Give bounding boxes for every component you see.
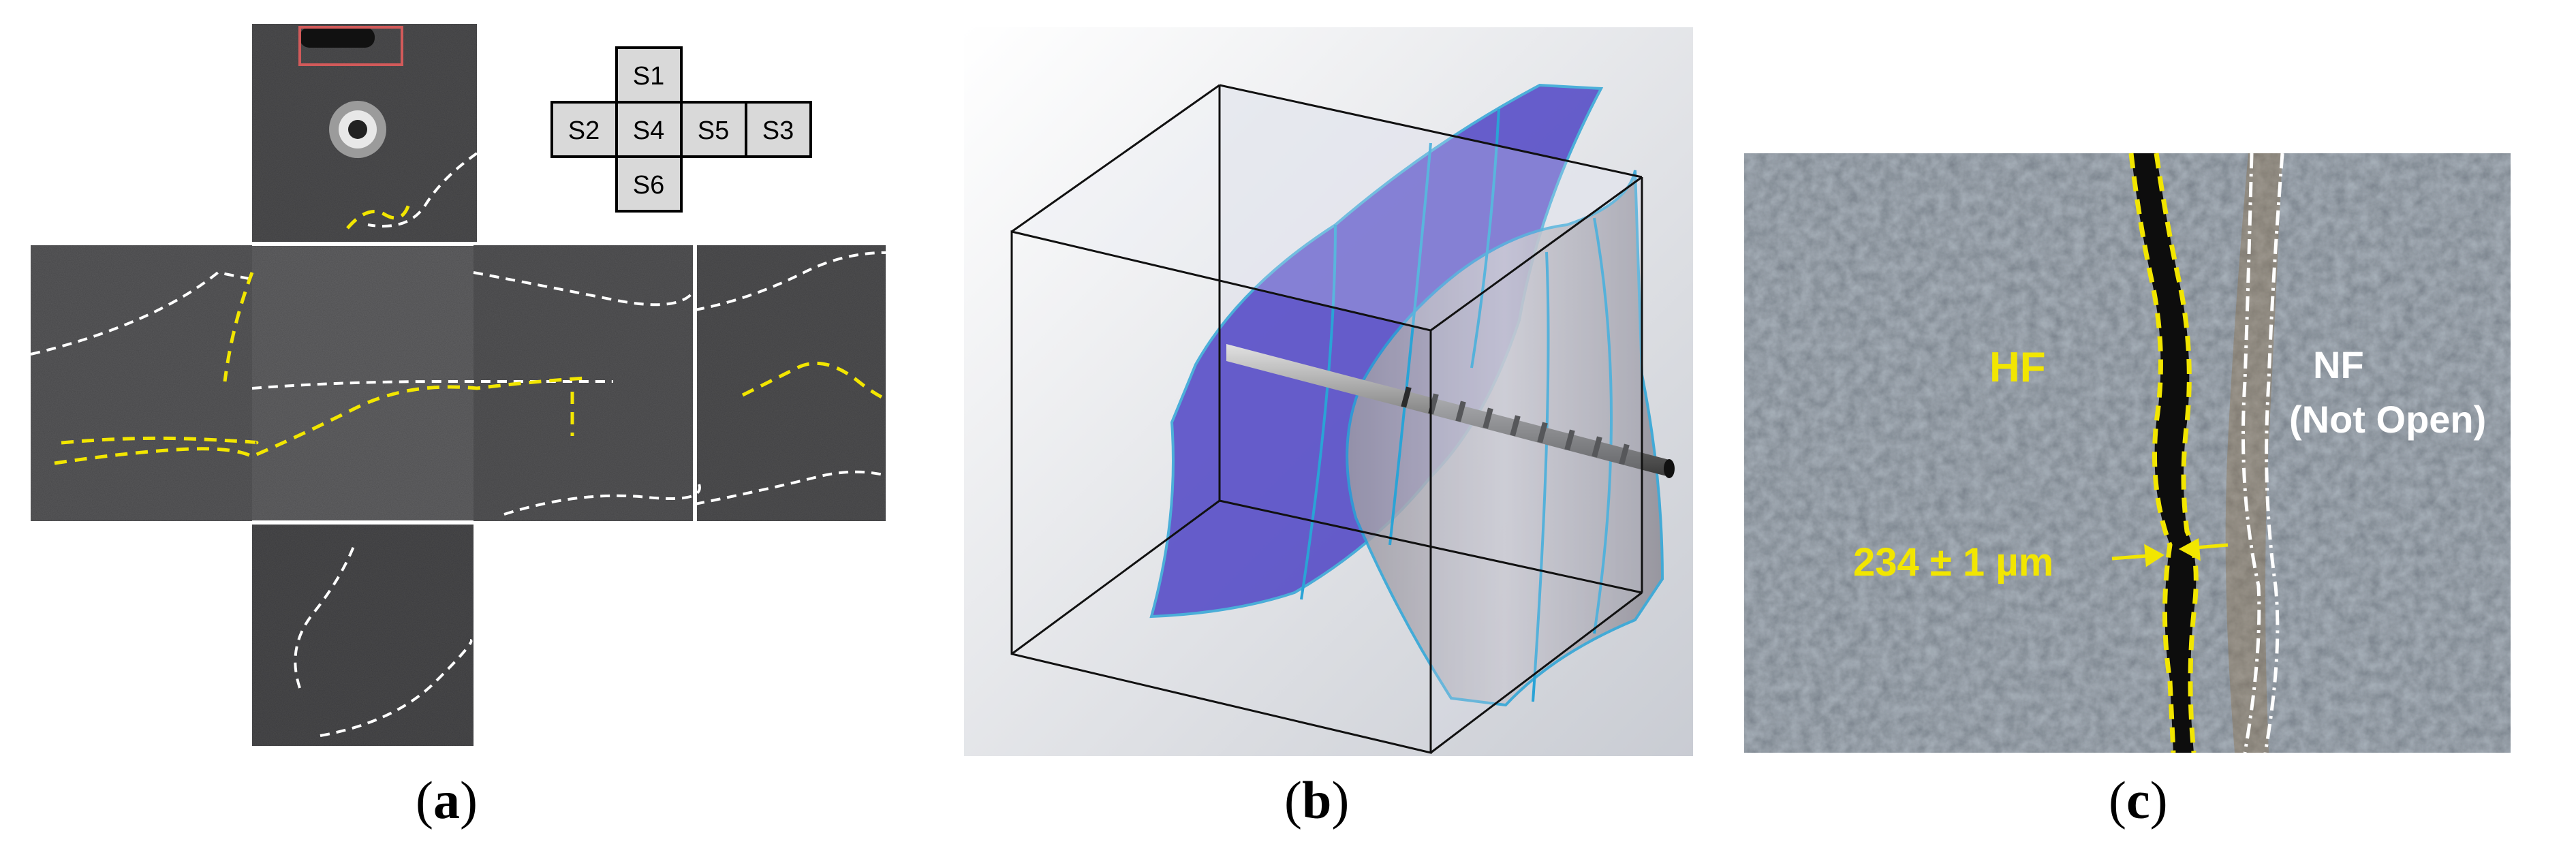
- rock-surface: [1744, 153, 2511, 753]
- face-s4: [252, 245, 474, 521]
- legend-face-s1: S1: [633, 62, 664, 91]
- panel-a: S1 S2 S4 S5 S3 S6 (a): [0, 0, 917, 844]
- legend-face-s4: S4: [633, 116, 664, 145]
- cube-outline: [1010, 84, 1643, 754]
- face-layout-legend: [550, 46, 812, 213]
- face-s6: [252, 525, 474, 746]
- caption-a: (a): [416, 770, 478, 830]
- face-s3: [695, 245, 916, 521]
- width-measurement-arrows: [2111, 537, 2229, 567]
- panel-b: (b): [954, 0, 1703, 844]
- label-fracture-width: 234 ± 1 µm: [1853, 540, 2053, 584]
- legend-face-s6: S6: [633, 171, 664, 200]
- wellbore-port-icon: [298, 26, 403, 158]
- label-hf: HF: [1989, 344, 2046, 391]
- panel-a-unfolded-cube: S1 S2 S4 S5 S3 S6: [30, 24, 917, 746]
- panel-c-fracture-photo: HF NF (Not Open) 234 ± 1 µm: [1744, 153, 2511, 753]
- face-s5: [474, 245, 695, 521]
- natural-fracture-traces: [30, 152, 917, 737]
- legend-face-s3: S3: [762, 116, 794, 145]
- panel-c: HF NF (Not Open) 234 ± 1 µm (c): [1744, 0, 2576, 844]
- label-nf-sub: (Not Open): [2289, 398, 2486, 441]
- panel-b-fracture-model: [964, 27, 1693, 756]
- caption-b: (b): [1284, 770, 1350, 830]
- caption-c: (c): [2109, 770, 2168, 830]
- face-s2: [31, 245, 252, 521]
- legend-face-s2: S2: [568, 116, 600, 145]
- hydraulic-fracture-opening: [2131, 153, 2197, 753]
- fracture-surface-grey: [1346, 170, 1664, 707]
- label-nf: NF: [2313, 343, 2364, 386]
- legend-face-s5: S5: [698, 116, 729, 145]
